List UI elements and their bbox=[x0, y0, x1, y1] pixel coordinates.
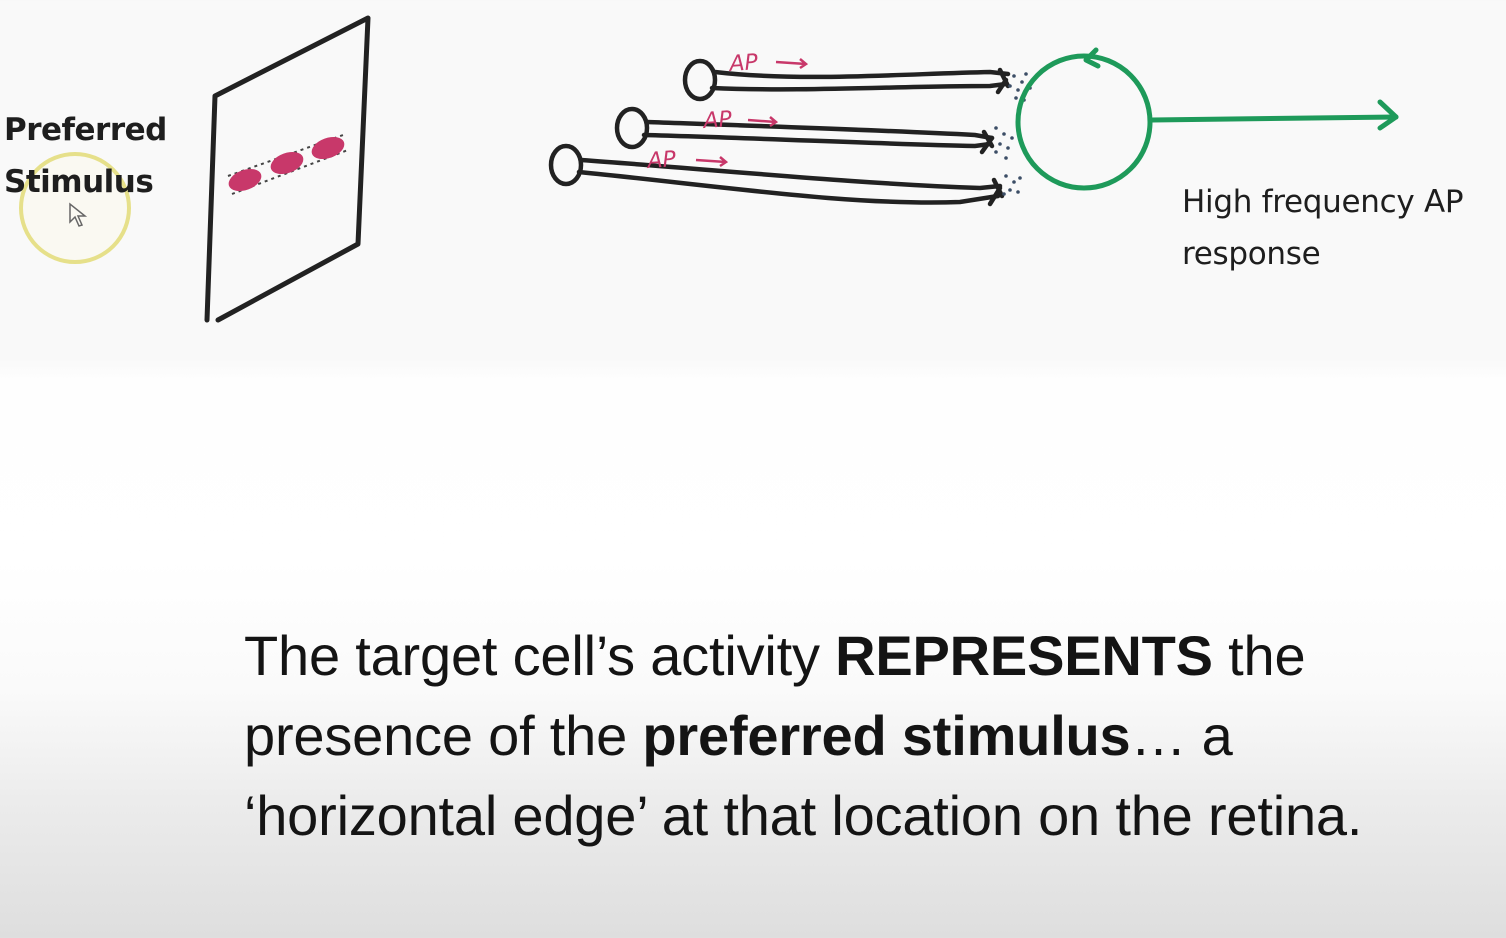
input-neuron-1-axon bbox=[712, 69, 1011, 80]
ap-arrow-3 bbox=[695, 156, 729, 168]
response-label-line1: High frequency AP bbox=[1182, 184, 1464, 220]
response-label-line2: response bbox=[1182, 236, 1321, 272]
target-cell-axon bbox=[1149, 114, 1399, 123]
ap-labels: AP AP AP bbox=[645, 50, 809, 174]
visual-field-screen bbox=[204, 15, 371, 323]
neurotransmitter-dots bbox=[994, 72, 1032, 196]
ap-arrow-1 bbox=[775, 58, 809, 70]
high-frequency-response-label: High frequency AP response bbox=[1182, 176, 1506, 280]
preferred-stimulus-label-line2: Stimulus bbox=[4, 164, 154, 200]
preferred-stimulus-label-line1: Preferred bbox=[4, 112, 167, 148]
ap-label-3: AP bbox=[645, 147, 678, 174]
ap-label-1: AP bbox=[727, 50, 760, 77]
input-neuron-2-soma bbox=[614, 106, 650, 150]
caption-text-2: the presence of the bbox=[244, 624, 1306, 767]
target-cell-soma bbox=[1015, 53, 1153, 191]
input-neuron-2-axon bbox=[644, 119, 995, 141]
caption-text-3: … a ‘horizontal edge’ at that location o… bbox=[244, 704, 1363, 847]
input-neuron-3-soma bbox=[548, 143, 584, 187]
preferred-stimulus-label: Preferred Stimulus bbox=[4, 104, 194, 208]
horizontal-edge-stimulus bbox=[227, 133, 349, 195]
input-neuron-1-soma bbox=[682, 58, 718, 102]
cursor-icon bbox=[69, 202, 88, 227]
ap-label-2: AP bbox=[701, 107, 734, 134]
ap-arrow-2 bbox=[747, 116, 779, 128]
input-neurons bbox=[548, 58, 1011, 207]
slide-caption: The target cell’s activity REPRESENTS th… bbox=[244, 616, 1424, 856]
caption-text-1: The target cell’s activity bbox=[244, 624, 836, 687]
caption-bold-preferred-stimulus: preferred stimulus bbox=[642, 704, 1131, 767]
receptive-field-diagram: AP AP AP bbox=[19, 15, 1399, 323]
input-neuron-3-axon bbox=[578, 157, 1003, 191]
target-cell bbox=[1015, 47, 1399, 191]
caption-bold-represents: REPRESENTS bbox=[835, 624, 1213, 687]
